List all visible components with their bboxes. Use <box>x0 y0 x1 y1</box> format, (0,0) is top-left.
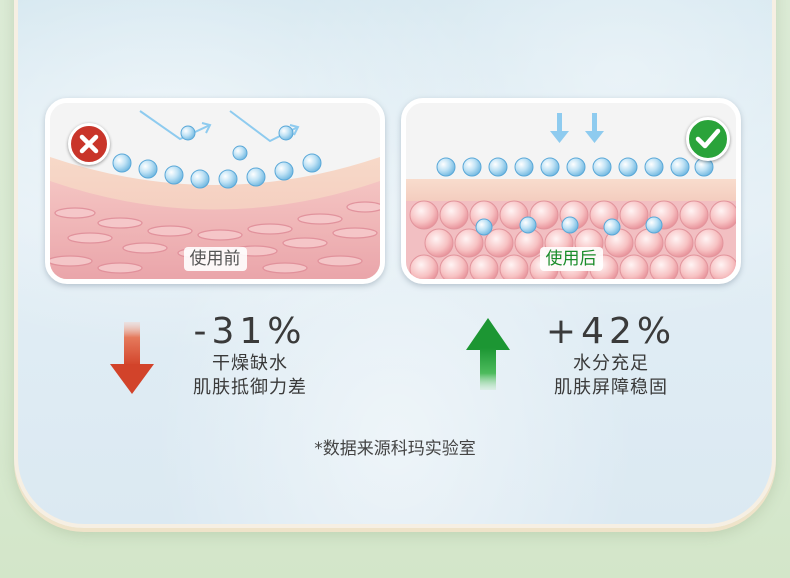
stat-line-1: 干燥缺水 <box>212 353 288 374</box>
dry-skin-stat: -31% 干燥缺水 肌肤抵御力差 <box>180 312 320 400</box>
stat-value: -31% <box>193 311 307 352</box>
arrow-down-icon <box>110 322 154 394</box>
hydrated-skin-stat: +42% 水分充足 肌肤屏障稳固 <box>536 312 686 400</box>
before-panel: 使用前 <box>45 98 385 284</box>
after-label: 使用后 <box>406 244 736 271</box>
hydrated-skin-illustration <box>406 103 736 279</box>
arrow-up-icon <box>466 318 510 390</box>
data-source-note: *数据来源科玛实验室 <box>314 439 476 459</box>
check-icon <box>686 117 730 161</box>
stat-value: +42% <box>545 311 677 352</box>
after-panel: 使用后 <box>401 98 741 284</box>
close-icon <box>68 123 110 165</box>
stat-line-2: 肌肤屏障稳固 <box>554 377 668 398</box>
before-label: 使用前 <box>50 244 380 271</box>
stat-line-2: 肌肤抵御力差 <box>193 377 307 398</box>
stat-line-1: 水分充足 <box>573 353 649 374</box>
